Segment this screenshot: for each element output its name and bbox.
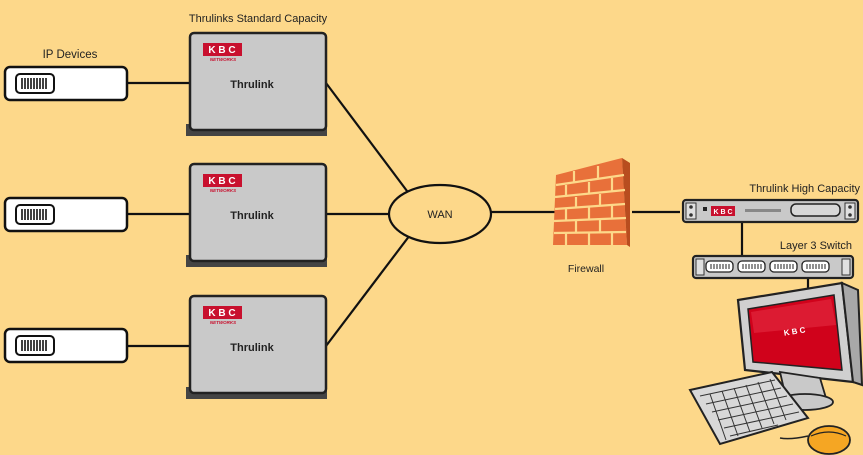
ip-device (3, 196, 129, 233)
firewall-label: Firewall (568, 263, 604, 275)
wan-ellipse: WAN (387, 183, 493, 245)
thrulink-device: K B C NETWORKS Thrulink (186, 294, 328, 399)
keyboard (688, 370, 810, 446)
svg-text:K B C: K B C (783, 325, 806, 337)
svg-text:K B C: K B C (208, 176, 235, 187)
thrulink-high-capacity-device: K B C (681, 198, 860, 224)
svg-text:K B C: K B C (208, 45, 235, 56)
layer3-switch-label: Layer 3 Switch (780, 240, 852, 252)
link-thrulink1-wan (325, 82, 411, 196)
wan-label: WAN (427, 209, 452, 221)
layer3-switch-device (691, 254, 855, 280)
ip-devices-label: IP Devices (43, 49, 98, 61)
ip-device (3, 65, 129, 102)
thrulink-label: Thrulink (230, 79, 274, 91)
kbc-logo (203, 174, 242, 187)
svg-text:NETWORKS: NETWORKS (210, 57, 236, 62)
connection-lines (128, 81, 810, 348)
computer-workstation: K B C (688, 281, 863, 455)
thrulink-label: Thrulink (230, 210, 274, 222)
mouse-icon (779, 425, 851, 455)
standard-capacity-label: Thrulinks Standard Capacity (189, 13, 328, 25)
kbc-logo (711, 206, 735, 216)
thrulink-device: K B C NETWORKS Thrulink (186, 162, 328, 267)
svg-text:NETWORKS: NETWORKS (210, 188, 236, 193)
firewall-icon (553, 158, 630, 247)
thrulink-label: Thrulink (230, 342, 274, 354)
svg-text:K B C: K B C (208, 308, 235, 319)
svg-text:NETWORKS: NETWORKS (210, 320, 236, 325)
link-thrulink3-wan (325, 234, 411, 347)
thrulink-device: K B C NETWORKS Thrulink (186, 31, 328, 136)
high-capacity-label: Thrulink High Capacity (749, 183, 860, 195)
ip-device (3, 327, 129, 364)
svg-text:K B C: K B C (713, 209, 732, 216)
kbc-logo (203, 306, 242, 319)
kbc-logo (203, 43, 242, 56)
